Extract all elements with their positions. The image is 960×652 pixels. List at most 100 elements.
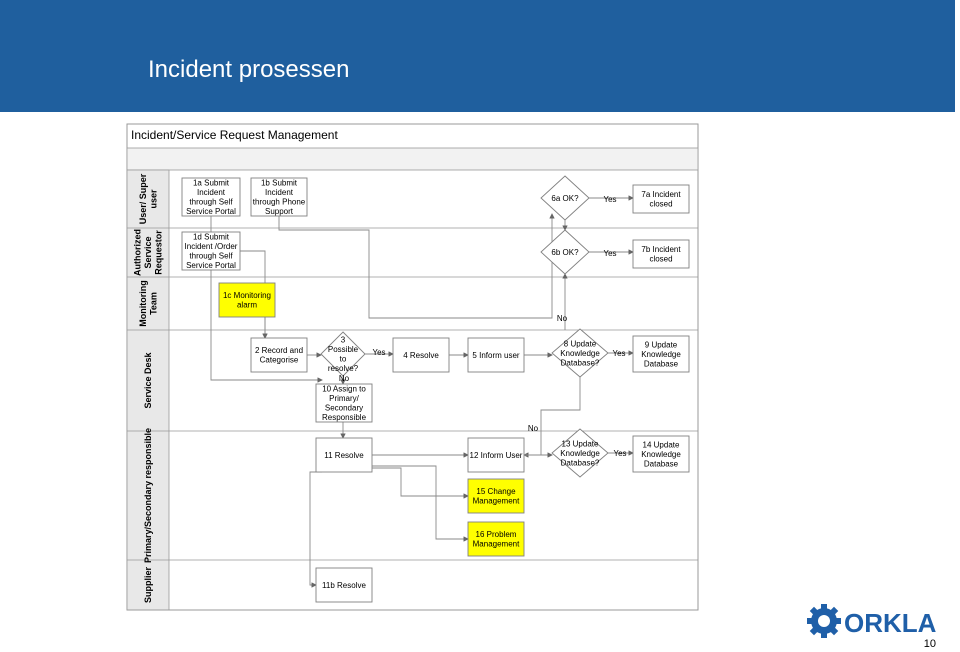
edge-label-no_3_10: No — [339, 374, 350, 383]
box-label-line: Incident — [265, 188, 294, 197]
diagram-title: Incident/Service Request Management — [131, 128, 338, 142]
decision-label-line: 13 Update — [562, 439, 599, 448]
box-label-line: Incident /Order — [185, 242, 238, 251]
edge-label-yes_6a: Yes — [603, 195, 616, 204]
edge-label-yes_8: Yes — [612, 349, 625, 358]
process-box-b11: 11 Resolve — [315, 437, 373, 473]
box-shape — [392, 337, 450, 373]
connector-line — [210, 216, 323, 383]
header-banner: Incident prosessen — [0, 0, 955, 112]
box-shape — [218, 282, 276, 318]
connector-line — [278, 213, 555, 319]
box-shape — [632, 239, 690, 269]
diamond-shape — [551, 428, 609, 478]
diamond-shape — [551, 328, 609, 378]
logo-text: ORKLA — [844, 608, 937, 638]
box-shape — [250, 177, 308, 217]
decision-label-line: Knowledge — [560, 449, 600, 458]
process-box-b12: 12 Inform User — [467, 437, 525, 473]
box-label-line: Incident — [197, 188, 226, 197]
box-label-line: 9 Update — [645, 340, 678, 349]
process-box-b4: 4 Resolve — [392, 337, 450, 373]
box-label-line: Database — [644, 359, 679, 368]
lane-label-line: Team — [148, 292, 158, 315]
decision-label-line: 8 Update — [564, 339, 597, 348]
box-label-line: Service Portal — [186, 261, 236, 270]
box-label-line: 12 Inform User — [470, 451, 523, 460]
box-label-line: 14 Update — [643, 440, 680, 449]
box-label-line: 10 Assign to — [322, 385, 366, 394]
edge-label-yes_3_4: Yes — [372, 348, 385, 357]
lane-label-line: User/ Super — [138, 173, 148, 224]
decision-d6a: 6a OK? — [540, 175, 590, 221]
box-label-line: 5 Inform user — [472, 351, 519, 360]
lane-label-line: Supplier — [143, 567, 153, 604]
box-label-line: through Self — [189, 198, 233, 207]
box-label-line: 1c Monitoring — [223, 291, 271, 300]
box-label-line: Management — [473, 497, 520, 506]
connector-line — [372, 465, 469, 542]
lane-label-line: Service — [143, 236, 153, 268]
decision-label-line: Database? — [561, 358, 600, 367]
diamond-shape — [540, 175, 590, 221]
box-label-line: 7a Incident — [641, 190, 681, 199]
box-label-line: Support — [265, 207, 294, 216]
lane-label-line: Authorized — [133, 229, 143, 276]
box-label-line: 1d Submit — [193, 233, 230, 242]
box-label-line: Responsible — [322, 413, 367, 422]
box-label-line: Primary/ — [329, 394, 360, 403]
decision-label-line: 6a OK? — [551, 194, 579, 203]
box-label-line: Secondary — [325, 404, 363, 413]
decision-label-line: resolve? — [328, 364, 359, 373]
decision-label-line: Possible — [328, 345, 359, 354]
box-shape — [181, 177, 241, 217]
connector-line — [372, 467, 469, 499]
box-label-line: 11 Resolve — [324, 451, 364, 460]
process-box-b11b: 11b Resolve — [315, 567, 373, 603]
box-label-line: 1a Submit — [193, 179, 230, 188]
box-label-line: Categorise — [260, 356, 299, 365]
box-shape — [250, 337, 308, 373]
box-label-line: Management — [473, 540, 520, 549]
box-label-line: 4 Resolve — [403, 351, 439, 360]
decision-d6b: 6b OK? — [540, 229, 590, 275]
header-band — [126, 147, 699, 171]
box-label-line: 7b Incident — [641, 245, 681, 254]
edge-label-yes_6b: Yes — [603, 249, 616, 258]
box-label-line: through Phone — [253, 198, 306, 207]
edge-label-no_8: No — [528, 424, 539, 433]
box-shape — [467, 478, 525, 514]
page-title: Incident prosessen — [148, 56, 350, 83]
box-label-line: Database — [644, 459, 679, 468]
lane-label-line: user — [148, 189, 158, 209]
decision-label-line: Knowledge — [560, 349, 600, 358]
decision-label-line: to — [340, 355, 347, 364]
box-label-line: Knowledge — [641, 350, 681, 359]
box-label-line: 2 Record and — [255, 346, 303, 355]
box-shape — [467, 521, 525, 557]
box-shape — [181, 231, 241, 271]
box-shape — [467, 337, 525, 373]
box-label-line: Service Portal — [186, 207, 236, 216]
box-label-line: 15 Change — [476, 487, 516, 496]
box-shape — [315, 437, 373, 473]
box-shape — [632, 435, 690, 473]
box-shape — [315, 383, 373, 423]
decision-label-line: 6b OK? — [551, 248, 579, 257]
box-shape — [467, 437, 525, 473]
diamond-shape — [320, 331, 366, 377]
